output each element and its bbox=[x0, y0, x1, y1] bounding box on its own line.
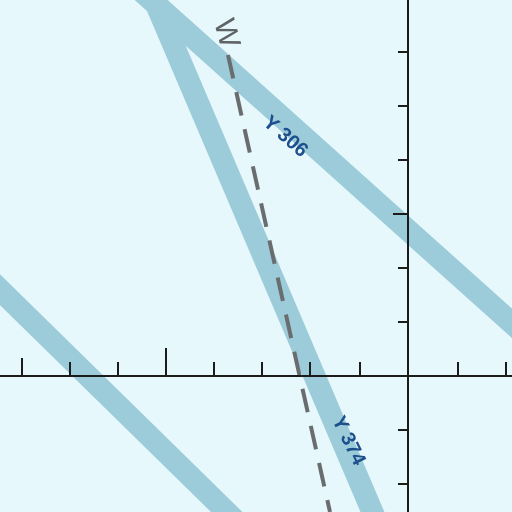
airway-y306[interactable] bbox=[134, 0, 512, 339]
meridian-ticks bbox=[393, 51, 408, 485]
boundary-dashed-line bbox=[226, 54, 332, 512]
airway-lower-left[interactable] bbox=[0, 274, 243, 512]
airway-y374[interactable] bbox=[142, 0, 385, 512]
parallel-ticks bbox=[21, 348, 507, 376]
